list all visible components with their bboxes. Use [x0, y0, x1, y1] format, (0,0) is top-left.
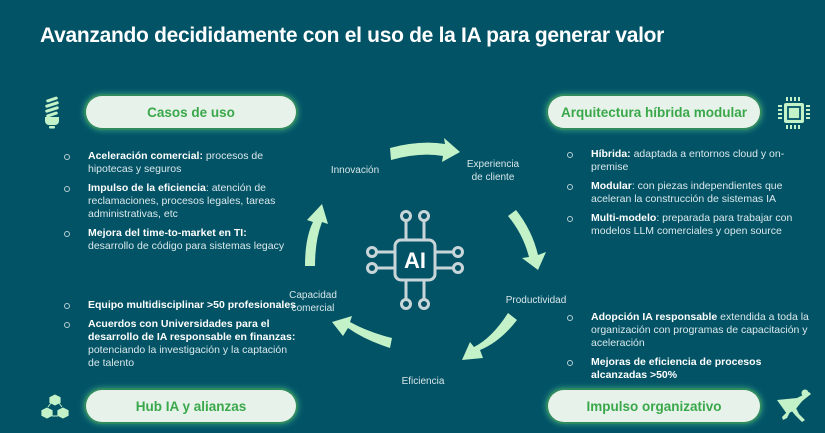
ai-text: AI	[404, 248, 426, 273]
list-item: Acuerdos con Universidades para el desar…	[60, 318, 300, 370]
impulso-pill: Impulso organizativo	[548, 390, 760, 422]
arquitectura-list: Híbrida: adaptada a entornos cloud y on-…	[563, 148, 813, 244]
arrow-productividad-eficiencia	[462, 313, 517, 360]
superhero-icon	[775, 388, 815, 424]
label-experiencia-cliente: Experiencia de cliente	[466, 159, 520, 183]
list-item: Equipo multidisciplinar >50 profesionale…	[60, 299, 300, 312]
lightbulb-icon	[42, 96, 62, 130]
ai-chip-icon: AI	[362, 205, 468, 315]
arquitectura-label: Arquitectura híbrida modular	[560, 104, 748, 120]
hub-ia-label: Hub IA y alianzas	[135, 398, 247, 414]
impulso-list: Adopción IA responsable extendida a toda…	[563, 311, 813, 388]
list-item: Impulso de la eficiencia: atención de re…	[60, 182, 290, 221]
arrow-innovacion-experiencia	[390, 138, 460, 162]
hub-ia-pill: Hub IA y alianzas	[86, 390, 296, 422]
hub-ia-list: Equipo multidisciplinar >50 profesionale…	[60, 299, 300, 376]
arquitectura-pill: Arquitectura híbrida modular	[548, 96, 760, 128]
list-item: Adopción IA responsable extendida a toda…	[563, 311, 813, 350]
label-productividad: Productividad	[505, 295, 567, 306]
label-eficiencia: Eficiencia	[401, 376, 445, 387]
list-item: Aceleración comercial: procesos de hipot…	[60, 150, 290, 176]
arrow-capacidad-innovacion	[305, 204, 328, 266]
impulso-label: Impulso organizativo	[586, 398, 722, 414]
casos-de-uso-pill: Casos de uso	[86, 96, 296, 128]
list-item: Modular: con piezas independientes que a…	[563, 180, 813, 206]
chip-icon	[777, 96, 811, 130]
list-item: Híbrida: adaptada a entornos cloud y on-…	[563, 148, 813, 174]
label-innovacion: Innovación	[330, 165, 380, 176]
list-item: Multi-modelo: preparada para trabajar co…	[563, 212, 813, 238]
casos-de-uso-list: Aceleración comercial: procesos de hipot…	[60, 150, 290, 259]
cycle-arrows	[305, 138, 546, 360]
list-item: Mejoras de eficiencia de procesos alcanz…	[563, 356, 813, 382]
network-cubes-icon	[40, 392, 70, 422]
arrow-experiencia-productividad	[508, 210, 546, 270]
label-capacidad-comercial: Capacidad comercial	[289, 290, 337, 314]
casos-de-uso-label: Casos de uso	[147, 104, 235, 120]
arrow-eficiencia-capacidad	[332, 316, 392, 348]
page-title: Avanzando decididamente con el uso de la…	[40, 24, 665, 47]
list-item: Mejora del time-to-market en TI: desarro…	[60, 227, 290, 253]
